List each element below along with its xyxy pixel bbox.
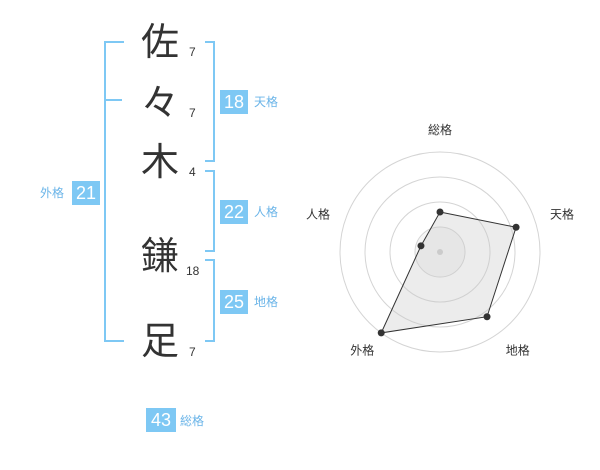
- tenkaku-label: 天格: [254, 95, 279, 109]
- radar-axis-label-1: 総格: [428, 122, 452, 137]
- radar-center-dot: [437, 249, 443, 255]
- tenkaku-score: 18: [220, 90, 248, 114]
- gaikaku-score: 21: [72, 181, 100, 205]
- stroke-count-4: 18: [186, 264, 200, 278]
- gaikaku-label: 外格: [40, 186, 65, 200]
- name-char-3: 木: [140, 140, 179, 184]
- radar-point-2: [512, 223, 520, 231]
- radar-point-1: [436, 208, 444, 216]
- bracket-divider: [104, 99, 122, 101]
- chikaku-bracket: [205, 259, 215, 342]
- radar-point-5: [417, 242, 425, 250]
- radar-series-polygon: [380, 211, 517, 334]
- name-char-1: 佐: [140, 20, 179, 64]
- soukaku-score: 43: [146, 408, 176, 432]
- gaikaku-bracket: [104, 41, 124, 342]
- radar-point-3: [483, 313, 491, 321]
- radar-axis-label-5: 人格: [306, 206, 330, 221]
- stroke-count-3: 4: [189, 165, 196, 179]
- name-char-2: 々: [140, 81, 179, 125]
- radar-point-4: [377, 329, 385, 337]
- jinkaku-score: 22: [220, 200, 248, 224]
- radar-axis-label-2: 天格: [550, 206, 574, 221]
- name-char-5: 足: [140, 319, 179, 363]
- stroke-count-5: 7: [189, 345, 196, 359]
- chikaku-label: 地格: [254, 295, 279, 309]
- radar-axis-label-4: 外格: [350, 343, 374, 358]
- radar-axis-label-3: 地格: [506, 343, 530, 358]
- jinkaku-label: 人格: [254, 205, 279, 219]
- chikaku-score: 25: [220, 290, 248, 314]
- stroke-count-1: 7: [189, 45, 196, 59]
- name-char-4: 鎌: [140, 234, 179, 278]
- tenkaku-bracket: [205, 41, 215, 162]
- jinkaku-bracket: [205, 170, 215, 252]
- soukaku-label: 総格: [180, 414, 205, 428]
- stroke-count-2: 7: [189, 106, 196, 120]
